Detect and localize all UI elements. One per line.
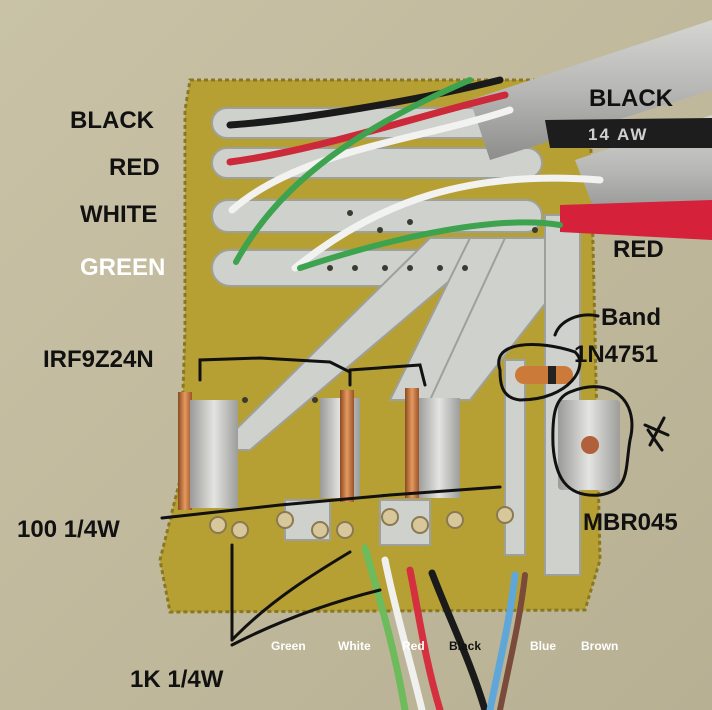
cables [470, 20, 712, 240]
wire-label-brown: Brown [581, 639, 619, 653]
wire-label-black: Black [449, 639, 482, 653]
resistors [209, 506, 514, 539]
wire-label-green: Green [271, 639, 306, 653]
cable-print-text: 14 AW [588, 125, 649, 144]
mosfet-transistors [178, 388, 620, 510]
wire-label-red: Red [402, 639, 425, 653]
label-left-green: GREEN [80, 254, 166, 281]
label-mosfet: IRF9Z24N [43, 346, 154, 373]
label-right-black: BLACK [589, 85, 673, 112]
label-schottky: MBR045 [583, 509, 678, 536]
wire-label-blue: Blue [530, 639, 557, 653]
label-band: Band [601, 304, 661, 331]
label-resistor-1k: 1K 1/4W [130, 666, 224, 693]
label-left-red: RED [109, 154, 160, 181]
label-left-white: WHITE [80, 201, 158, 228]
label-resistor-100: 100 1/4W [17, 516, 120, 543]
wire-label-white: White [338, 639, 371, 653]
label-left-black: BLACK [70, 107, 154, 134]
zener-diode [515, 366, 573, 384]
annotation-strokes [160, 313, 670, 647]
wires [226, 76, 604, 710]
label-zener: 1N4751 [574, 341, 659, 368]
label-right-red: RED [613, 236, 664, 263]
